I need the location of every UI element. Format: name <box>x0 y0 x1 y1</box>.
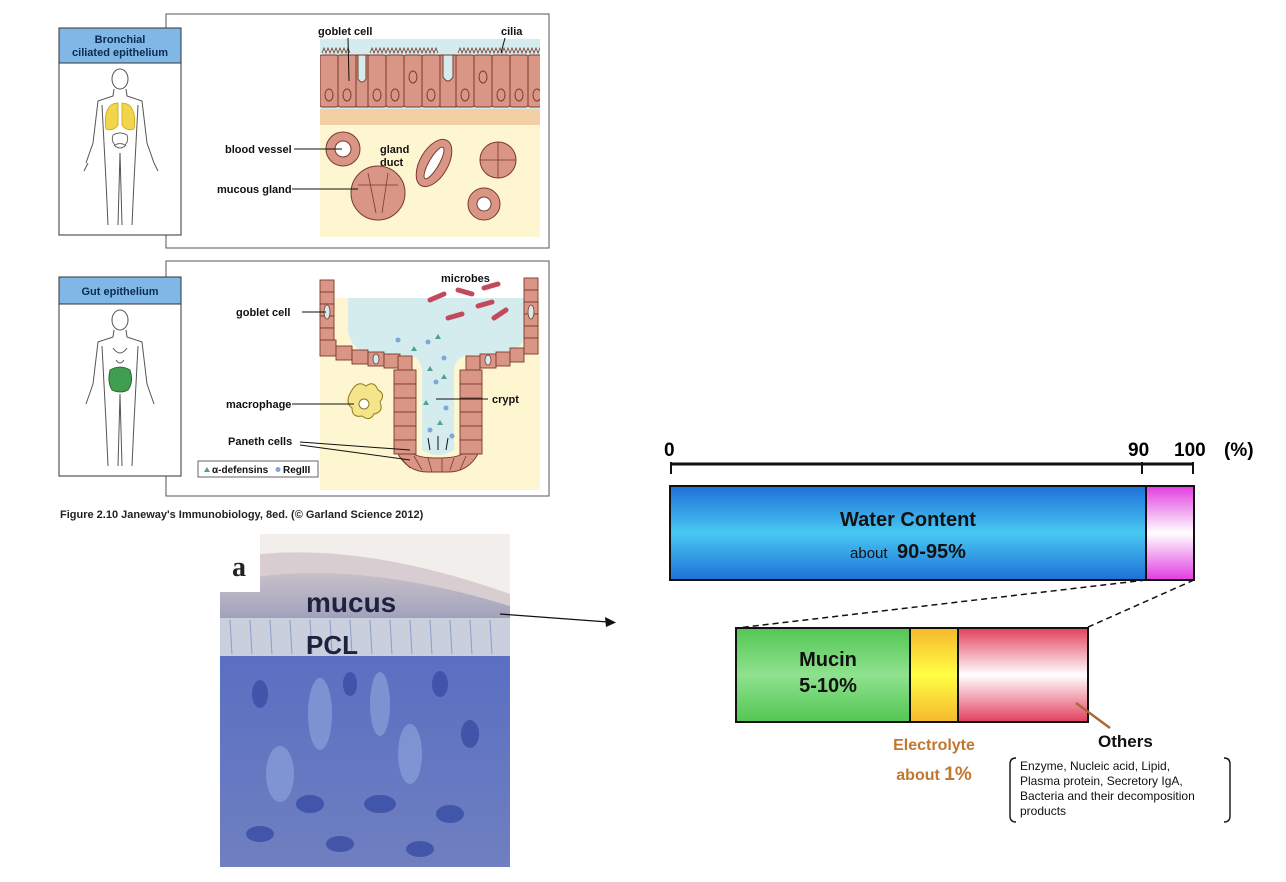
axis-tick-0: 0 <box>664 440 675 461</box>
microbes-icon <box>427 281 509 321</box>
water-value: 90-95% <box>897 541 966 563</box>
micrograph-mucus-label: mucus <box>306 587 396 618</box>
intestine-icon <box>108 366 132 393</box>
label-goblet-cell-gut: goblet cell <box>236 307 290 319</box>
water-value-line: about 90-95% <box>850 541 966 563</box>
mucin-value: 5-10% <box>799 675 857 697</box>
electrolyte-value: 1% <box>944 764 972 785</box>
water-prefix: about <box>850 545 888 562</box>
label-blood-vessel: blood vessel <box>225 144 292 156</box>
label-microbes: microbes <box>441 273 490 285</box>
blood-vessel-icon <box>325 131 361 167</box>
mucin-label: Mucin <box>799 649 857 671</box>
macrophage-icon <box>347 383 384 420</box>
others-line2: Plasma protein, Secretory IgA, <box>1020 774 1183 788</box>
gut-panel: Gut epithelium <box>58 260 550 497</box>
solids-bar <box>1145 485 1195 581</box>
label-mucous-gland: mucous gland <box>217 184 292 196</box>
bronchial-title-line1: Bronchial <box>95 34 146 46</box>
bronchial-epithelium <box>320 46 540 108</box>
label-macrophage: macrophage <box>226 399 291 411</box>
others-line1: Enzyme, Nucleic acid, Lipid, <box>1020 759 1170 773</box>
composition-axis: 0 90 100 (%) <box>664 440 1254 474</box>
bronchial-title-line2: ciliated epithelium <box>72 47 168 59</box>
human-figure-gut-icon <box>85 309 155 467</box>
others-title: Others <box>1098 732 1153 751</box>
label-goblet-cell: goblet cell <box>318 26 372 38</box>
legend-regiii: RegIII <box>283 465 310 476</box>
figure-caption: Figure 2.10 Janeway's Immunobiology, 8ed… <box>60 509 424 521</box>
connector-arrow <box>499 613 616 627</box>
label-cilia: cilia <box>501 26 523 38</box>
water-bar <box>669 485 1147 581</box>
others-bar <box>957 627 1089 723</box>
electrolyte-bar <box>909 627 959 723</box>
others-line3: Bacteria and their decomposition <box>1020 789 1195 803</box>
lungs-icon <box>104 102 136 131</box>
others-line4: products <box>1020 804 1066 818</box>
micrograph-pcl-label: PCL <box>306 630 358 660</box>
micrograph-image: a mucus PCL <box>220 534 510 867</box>
electrolyte-prefix: about <box>896 767 944 784</box>
axis-tick-90: 90 <box>1128 440 1149 461</box>
gland-duct-icon <box>415 138 453 188</box>
gut-title: Gut epithelium <box>82 286 159 298</box>
legend-defensins: α-defensins <box>212 465 269 476</box>
electrolyte-value-line: about 1% <box>896 764 972 785</box>
micrograph-letter: a <box>232 552 246 583</box>
label-crypt: crypt <box>492 394 519 406</box>
gut-legend <box>197 460 319 478</box>
bronchial-panel: Bronchial ciliated epithelium <box>58 13 550 249</box>
electrolyte-label: Electrolyte <box>893 737 975 754</box>
human-figure-icon <box>83 68 159 226</box>
label-paneth-cells: Paneth cells <box>228 436 292 448</box>
water-title: Water Content <box>840 509 976 531</box>
axis-tick-100: 100 <box>1174 440 1206 461</box>
mucus-composition-diagram: 0 90 100 (%) Water Content about 90-95% … <box>664 440 1254 823</box>
axis-unit: (%) <box>1224 440 1254 461</box>
label-gland-duct-1: gland <box>380 144 409 156</box>
mucin-bar <box>735 627 911 723</box>
label-gland-duct-2: duct <box>380 157 404 169</box>
